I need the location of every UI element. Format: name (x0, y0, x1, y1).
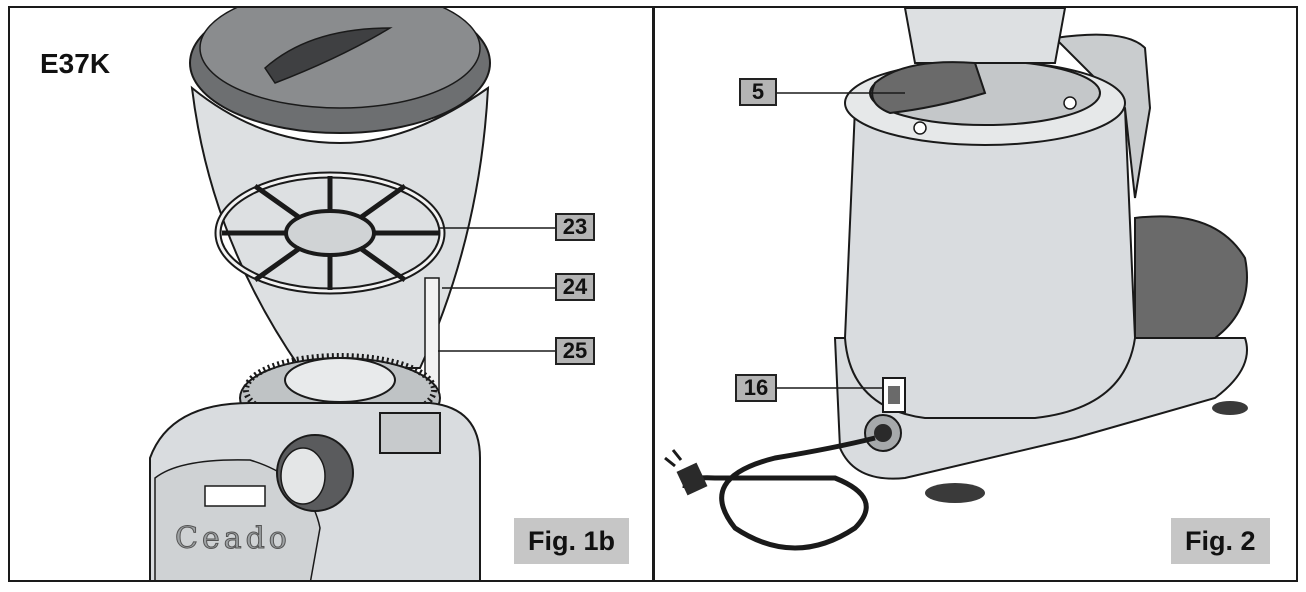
figure-1b-label: Fig. 1b (514, 518, 629, 564)
brand-marking: Ceado (175, 521, 291, 556)
coffee-grinder-rear-illustration (664, 8, 1248, 551)
figure-1b-panel: Ceado E37K 23 24 25 Fig. 1b (8, 6, 654, 582)
callout-5: 5 (739, 78, 777, 106)
coffee-grinder-hopper-illustration: Ceado (149, 8, 555, 580)
figure-2-label: Fig. 2 (1171, 518, 1270, 564)
callout-23: 23 (555, 213, 595, 241)
model-name: E37K (40, 48, 111, 79)
callout-24: 24 (555, 273, 595, 301)
figure-2-panel: 5 16 Fig. 2 (654, 6, 1298, 582)
callout-25: 25 (555, 337, 595, 365)
callout-16: 16 (735, 374, 777, 402)
